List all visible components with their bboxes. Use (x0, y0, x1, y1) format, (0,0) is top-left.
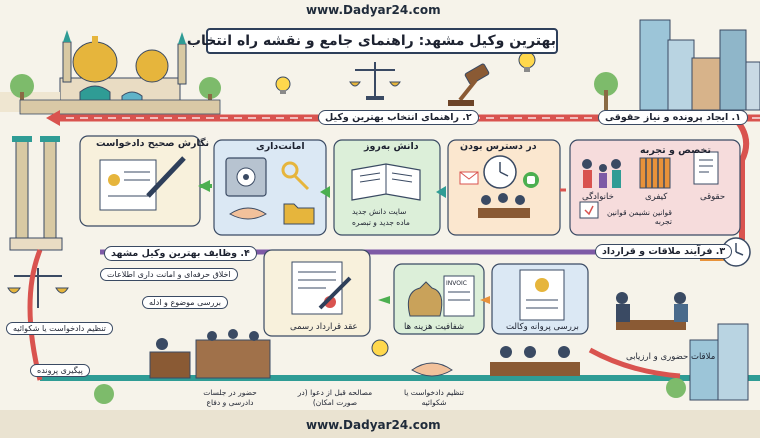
availability-title: در دسترس بودن (460, 141, 537, 152)
duty-settlement: مصالحه قبل از دعوا (در صورت امکان) (297, 388, 373, 407)
expertise-label-civil: حقوقی (700, 192, 726, 202)
key-icon (281, 161, 310, 191)
tree-icon (10, 74, 34, 98)
tree-icon (199, 77, 221, 99)
knowledge-title: دانش به‌روز (364, 141, 419, 152)
knowledge-note-2: ماده جدید و تبصره (352, 218, 410, 227)
box-expertise (569, 139, 741, 236)
box-knowledge (333, 139, 441, 236)
clock-icon (483, 155, 517, 189)
step-4-label: ۴. وظایف بهترین وکیل مشهد (104, 246, 257, 261)
duty-complaint: تنظیم دادخواست یا شکوائیه (6, 322, 113, 335)
skyline-right (275, 19, 760, 111)
box-petition (79, 135, 201, 227)
expertise-label-family: خانوادگی (582, 192, 614, 202)
lightbulb-icon (518, 51, 536, 72)
knowledge-note-1: سایت دانش جدید (352, 207, 407, 216)
building-icon (639, 19, 760, 111)
duty-court: حضور در جلسات دادرسی و دفاع (203, 388, 257, 407)
step-1-label: ۱. ایجاد پرونده و نیاز حقوقی (598, 110, 748, 125)
lightbulb-icon (371, 339, 389, 357)
certificate-icon (99, 159, 157, 211)
duty-followup: پیگیری پرونده (30, 364, 90, 377)
mosque-icon (9, 136, 63, 251)
site-url-bottom[interactable]: www.Dadyar24.com (306, 418, 441, 432)
building-icon (689, 323, 749, 401)
duty-draft: تنظیم دادخواست یا شکوائیه (404, 388, 464, 407)
pen-icon (146, 156, 186, 198)
duty-review: بررسی موضوع و ادله (142, 296, 228, 309)
money-bag-icon (407, 281, 443, 317)
box-trust (213, 139, 327, 236)
tree-icon (94, 384, 114, 404)
page-title: بهترین وکیل مشهد: راهنمای جامع و نقشه را… (187, 28, 558, 54)
scales-icon (349, 62, 401, 100)
license-label: بررسی پروانه وکالت (506, 322, 579, 332)
site-url-top[interactable]: www.Dadyar24.com (306, 3, 441, 17)
lightbulb-icon (275, 76, 291, 94)
in-person-label: ملاقات حضوری و ارزیابی (626, 352, 716, 362)
box-contract (263, 249, 371, 337)
skyline-left (0, 30, 221, 115)
phone-icon (523, 172, 539, 188)
invoice-icon (443, 275, 475, 317)
scales-icon (7, 268, 69, 308)
fees-label: شفافیت هزینه ها (404, 322, 465, 332)
box-license (491, 263, 589, 335)
meeting-scene (616, 292, 688, 330)
tree-icon (666, 378, 686, 398)
expertise-title: تخصص و تجربه (640, 145, 711, 156)
trust-title: امانت‌داری (256, 141, 305, 152)
contract-label: عقد قرارداد رسمی (290, 322, 358, 332)
handshake-icon (229, 207, 267, 220)
step-3-label: ۳. فرآیند ملاقات و قرارداد (595, 244, 733, 259)
desk-scene (490, 346, 580, 376)
petition-title: نگارش صحیح دادخواست (96, 138, 210, 149)
step-2-label: ۲. راهنمای انتخاب بهترین وکیل (318, 110, 479, 125)
expertise-note: قوانین نشیمن قوانین تجربه (606, 208, 672, 226)
handshake-icon (411, 362, 453, 377)
box-availability (447, 139, 561, 236)
duty-ethics: اخلاق حرفه‌ای و امانت داری اطلاعات (100, 268, 238, 281)
mail-icon (459, 171, 479, 185)
book-icon (351, 163, 421, 201)
gavel-icon (448, 63, 490, 106)
folder-icon (283, 203, 315, 225)
invoice-label: INVOIC (446, 280, 467, 287)
contract-icon (291, 261, 343, 315)
courtroom-scene (149, 329, 271, 379)
expertise-label-criminal: کیفری (645, 192, 668, 202)
tree-icon (594, 72, 618, 96)
safe-icon (225, 157, 267, 197)
